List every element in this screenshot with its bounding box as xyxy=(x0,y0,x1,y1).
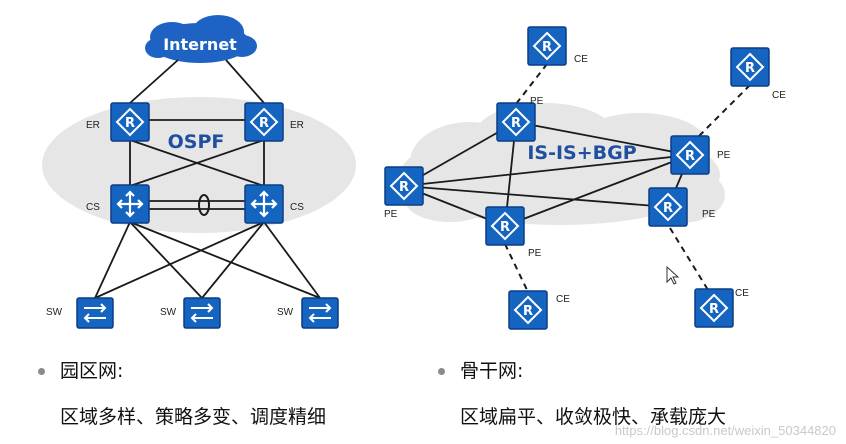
access-switch-1-icon xyxy=(76,297,114,329)
backbone-network: IS-IS+BGP PE PE PE PE PE CE CE CE CE xyxy=(384,26,786,330)
ce-top-label: CE xyxy=(574,54,588,65)
er-right-label: ER xyxy=(290,120,304,131)
internet-cloud-icon xyxy=(145,15,257,63)
backbone-description: 区域扁平、收敛极快、承载庞大 xyxy=(460,406,727,428)
link-aggregation-marker xyxy=(198,194,210,216)
campus-title: 园区网: xyxy=(60,360,124,382)
er-router-right-icon xyxy=(244,102,284,142)
cs-switch-right-icon xyxy=(243,183,285,225)
internet-label: Internet xyxy=(163,35,237,54)
pe-router-left-icon xyxy=(384,166,424,206)
campus-links xyxy=(94,59,321,299)
sw-3-label: SW xyxy=(277,307,294,318)
backbone-title: 骨干网: xyxy=(460,360,524,382)
ce-bottom-label: CE xyxy=(556,294,570,305)
er-left-label: ER xyxy=(86,120,100,131)
campus-bullet xyxy=(38,368,45,375)
cs-right-label: CS xyxy=(290,202,304,213)
pe-router-top-icon xyxy=(496,102,536,142)
sw-1-label: SW xyxy=(46,307,63,318)
isis-bgp-area-label: IS-IS+BGP xyxy=(527,142,636,164)
pe-router-right-top-icon xyxy=(670,135,710,175)
ce-links xyxy=(504,63,751,293)
sw-2-label: SW xyxy=(160,307,177,318)
pe-right-bottom-label: PE xyxy=(702,209,716,220)
pe-router-right-bottom-icon xyxy=(648,187,688,227)
campus-description: 区域多样、策略多变、调度精细 xyxy=(60,406,327,428)
ce-right-label: CE xyxy=(772,90,786,101)
campus-network: Internet OSPF ER ER xyxy=(42,15,356,329)
pe-bottom-label: PE xyxy=(528,248,542,259)
ce-router-right-icon xyxy=(730,47,770,87)
ospf-area-label: OSPF xyxy=(168,131,225,153)
pe-top-label: PE xyxy=(530,96,544,107)
ce-router-bottom-icon xyxy=(508,290,548,330)
access-switch-2-icon xyxy=(183,297,221,329)
ce-bottom-right-label: CE xyxy=(735,288,749,299)
pe-router-bottom-icon xyxy=(485,206,525,246)
access-switch-3-icon xyxy=(301,297,339,329)
backbone-bullet xyxy=(438,368,445,375)
watermark: https://blog.csdn.net/weixin_50344820 xyxy=(614,423,836,438)
cs-left-label: CS xyxy=(86,202,100,213)
ce-router-top-icon xyxy=(527,26,567,66)
cs-switch-left-icon xyxy=(109,183,151,225)
ce-router-bottom-right-icon xyxy=(694,288,734,328)
mouse-pointer-icon xyxy=(666,266,680,285)
pe-right-top-label: PE xyxy=(717,150,731,161)
er-router-left-icon xyxy=(110,102,150,142)
pe-left-label: PE xyxy=(384,209,398,220)
